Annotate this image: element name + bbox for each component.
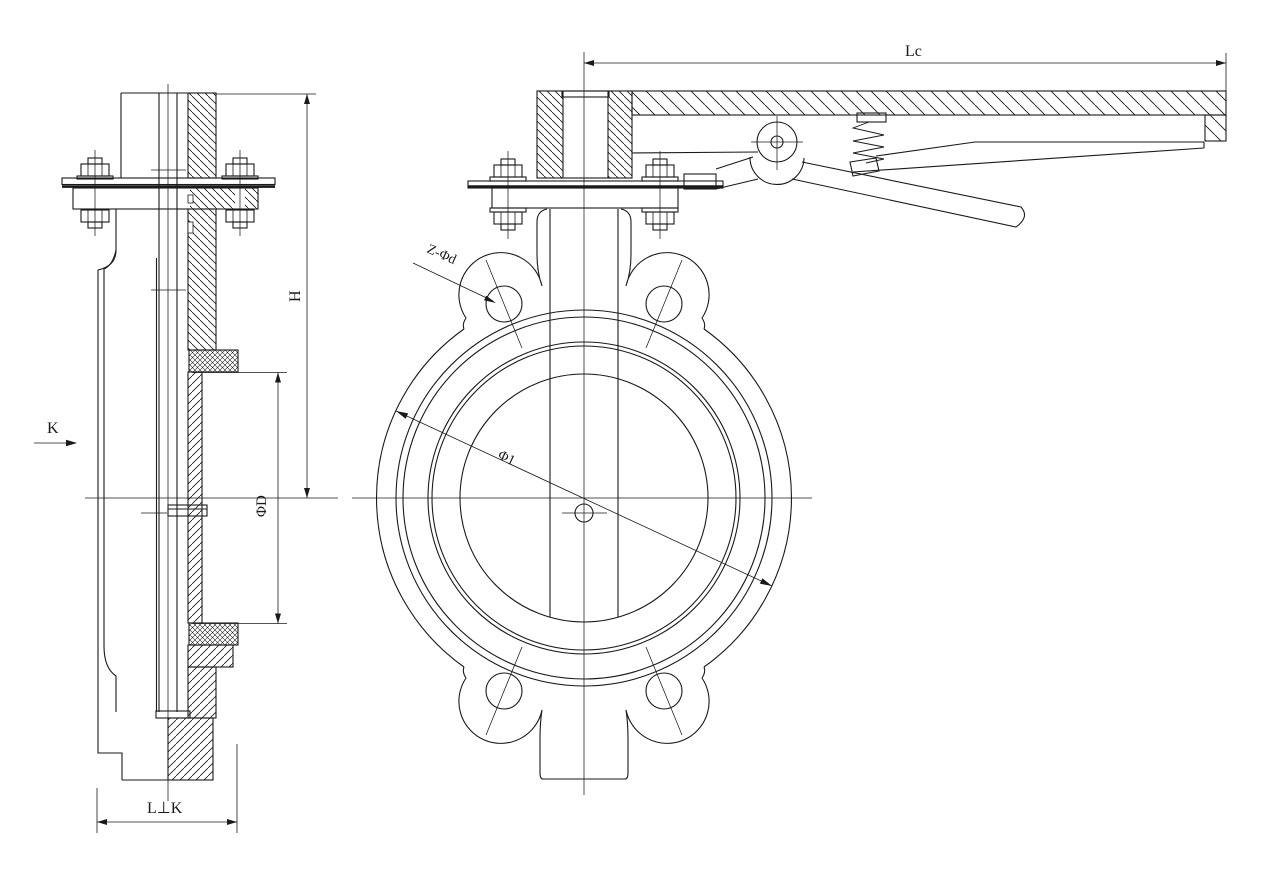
pivot bbox=[751, 116, 803, 170]
fork-bulge bbox=[749, 156, 805, 186]
dim-lk bbox=[96, 744, 238, 833]
seat-section-top bbox=[188, 349, 239, 373]
stem-housing-front bbox=[536, 90, 633, 179]
label-k: K bbox=[47, 420, 59, 437]
label-lk: L⊥K bbox=[147, 800, 183, 817]
label-z-phid: Z-Φd bbox=[424, 242, 458, 268]
latch-arm-left bbox=[715, 156, 759, 190]
side-view bbox=[61, 84, 338, 801]
dim-h bbox=[216, 93, 316, 498]
front-view-centerlines bbox=[352, 52, 812, 795]
release-rod bbox=[852, 141, 1205, 173]
flange-bolts-front bbox=[489, 151, 679, 239]
lug-bottom-right bbox=[624, 666, 710, 780]
disc-circle bbox=[459, 373, 709, 623]
handle-bar-section bbox=[631, 90, 1227, 116]
dim-diagonal bbox=[395, 410, 773, 587]
dim-lc bbox=[584, 53, 1227, 91]
spring bbox=[849, 112, 887, 177]
front-view bbox=[352, 52, 812, 795]
dim-phid bbox=[192, 372, 287, 624]
body-outer-circle bbox=[376, 328, 465, 668]
housing-outline bbox=[120, 92, 216, 178]
labels: Lc K H ΦD L⊥K Z-Φd Φ1 bbox=[47, 43, 922, 817]
leader-z-phid bbox=[412, 262, 496, 303]
taper-pin bbox=[167, 504, 208, 517]
label-lc: Lc bbox=[905, 43, 922, 60]
handle-assembly bbox=[631, 90, 1227, 228]
section-arrow-k bbox=[34, 439, 77, 447]
dimensions bbox=[34, 53, 1227, 833]
label-phi-diag: Φ1 bbox=[495, 448, 517, 469]
lug-top-right bbox=[620, 208, 710, 330]
lug-top-left bbox=[458, 208, 548, 330]
bolt-holes bbox=[485, 259, 683, 736]
handle-end-block bbox=[1204, 114, 1227, 142]
flange-bolts-side bbox=[76, 150, 259, 236]
lug-bottom-left bbox=[458, 666, 544, 780]
label-phid: ΦD bbox=[254, 495, 270, 517]
body-silhouette bbox=[97, 209, 123, 780]
mounting-block bbox=[72, 187, 259, 210]
mounting-plate bbox=[61, 177, 276, 186]
trigger-lever bbox=[791, 161, 1026, 228]
mounting-block-front bbox=[491, 187, 679, 209]
label-h: H bbox=[287, 290, 304, 302]
